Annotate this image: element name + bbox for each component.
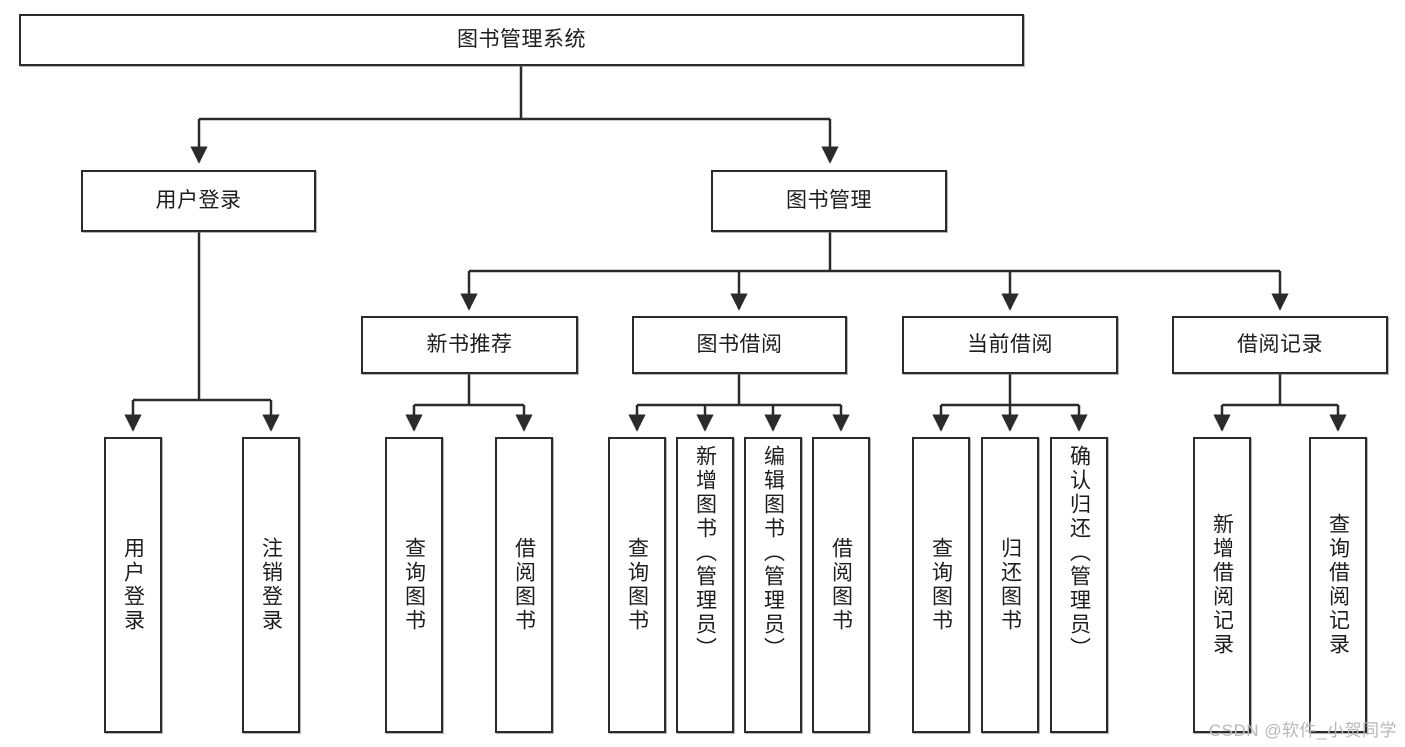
node-current-borrow[interactable]: 当前借阅	[902, 316, 1118, 374]
leaf-borrow-book-label: 借阅图书	[829, 537, 853, 633]
leaf-query-book-borrow-label: 查询图书	[625, 537, 649, 633]
node-borrow-records-label: 借阅记录	[1237, 332, 1323, 356]
leaf-return-book-label: 归还图书	[998, 537, 1022, 633]
leaf-user-login-label: 用户登录	[121, 537, 145, 633]
leaf-edit-book-admin-label: 编辑图书（管理员）	[761, 445, 785, 661]
node-book-borrow[interactable]: 图书借阅	[632, 316, 847, 374]
leaf-add-borrow-record-label: 新增借阅记录	[1210, 513, 1234, 657]
node-book-management[interactable]: 图书管理	[711, 170, 947, 232]
leaf-borrow-book-recommendation-label: 借阅图书	[512, 537, 536, 633]
leaf-query-borrow-record[interactable]: 查询借阅记录	[1309, 437, 1367, 733]
watermark: CSDN @软件_小贺同学	[1208, 721, 1397, 740]
leaf-logout[interactable]: 注销登录	[242, 437, 300, 733]
leaf-edit-book-admin[interactable]: 编辑图书（管理员）	[744, 437, 802, 733]
leaf-add-book-admin[interactable]: 新增图书（管理员）	[676, 437, 734, 733]
node-new-book-recommendation-label: 新书推荐	[426, 332, 513, 356]
leaf-query-book-current[interactable]: 查询图书	[912, 437, 970, 733]
node-user-login[interactable]: 用户登录	[81, 170, 316, 232]
leaf-user-login[interactable]: 用户登录	[104, 437, 162, 733]
node-book-borrow-label: 图书借阅	[696, 332, 783, 356]
leaf-query-book-recommendation[interactable]: 查询图书	[385, 437, 443, 733]
node-new-book-recommendation[interactable]: 新书推荐	[361, 316, 578, 374]
leaf-add-book-admin-label: 新增图书（管理员）	[693, 445, 717, 661]
node-user-login-label: 用户登录	[155, 188, 242, 212]
node-current-borrow-label: 当前借阅	[967, 332, 1053, 356]
node-root-label: 图书管理系统	[457, 27, 586, 51]
leaf-confirm-return-admin-label: 确认归还（管理员）	[1067, 445, 1091, 661]
leaf-borrow-book-recommendation[interactable]: 借阅图书	[495, 437, 553, 733]
leaf-query-book-current-label: 查询图书	[929, 537, 953, 633]
leaf-borrow-book[interactable]: 借阅图书	[812, 437, 870, 733]
node-root[interactable]: 图书管理系统	[19, 14, 1024, 66]
leaf-return-book[interactable]: 归还图书	[981, 437, 1039, 733]
leaf-query-book-borrow[interactable]: 查询图书	[608, 437, 666, 733]
leaf-query-book-recommendation-label: 查询图书	[402, 537, 426, 633]
leaf-query-borrow-record-label: 查询借阅记录	[1326, 513, 1350, 657]
leaf-confirm-return-admin[interactable]: 确认归还（管理员）	[1050, 437, 1108, 733]
node-borrow-records[interactable]: 借阅记录	[1172, 316, 1388, 374]
leaf-add-borrow-record[interactable]: 新增借阅记录	[1193, 437, 1251, 733]
leaf-logout-label: 注销登录	[259, 537, 283, 633]
node-book-management-label: 图书管理	[786, 188, 872, 212]
